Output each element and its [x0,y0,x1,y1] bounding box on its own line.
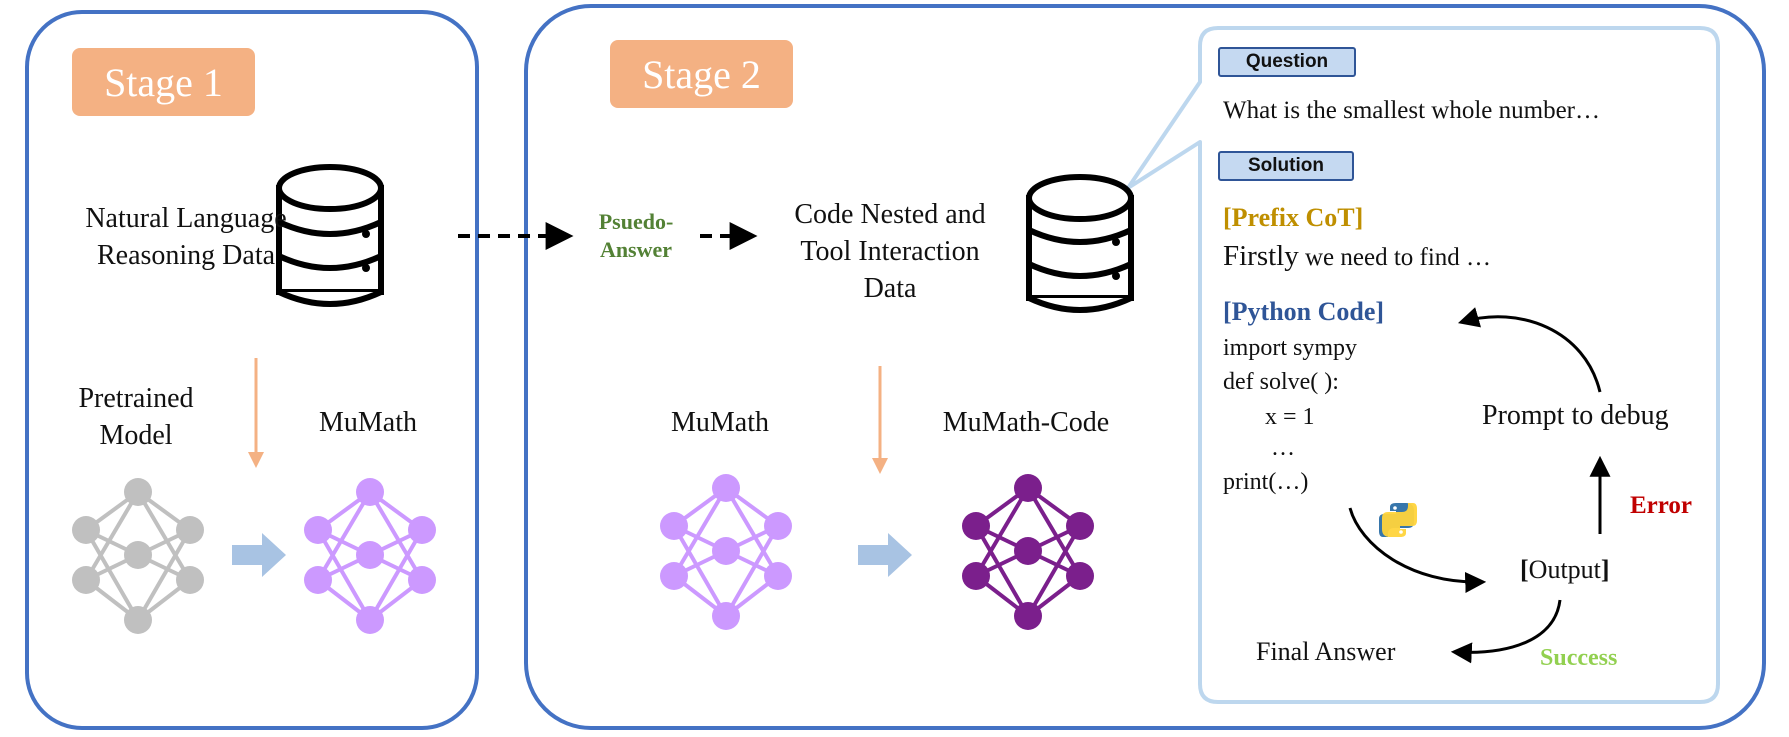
code-line-4: … [1271,435,1295,461]
pretrained-model-label-line2: Model [99,420,173,451]
stage2-input-model-label: MuMath [671,407,769,438]
python-code-label: [Python Code] [1223,297,1385,326]
stage2-output-model-label: MuMath-Code [942,407,1110,438]
stage2-training-arrow [872,366,888,474]
callout-box [1126,26,1720,704]
stage2-data-label: Code Nested and Tool Interaction Data [760,196,1020,307]
python-logo-icon [1379,503,1417,537]
neural-network-dark-purple-icon [962,474,1094,630]
output-label: [Output] [1520,554,1610,586]
code-line-1: import sympy [1223,335,1358,361]
solution-tag: Solution [1218,151,1354,181]
pseudo-answer-line2: Answer [599,237,673,262]
question-text: What is the smallest whole number… [1223,97,1601,124]
stage1-panel [25,10,479,730]
stage2-database-icon [1026,174,1134,313]
final-answer-label: Final Answer [1256,637,1396,666]
stage2-model-transition-arrow [858,533,912,577]
stage1-output-model-label: MuMath [319,407,417,438]
stage2-panel [524,4,1766,730]
stage2-data-label-line3: Data [863,273,917,304]
arrow-success-to-final-answer [1450,599,1562,664]
neural-network-light-purple-icon [660,474,792,630]
neural-network-gray-icon [72,478,204,634]
neural-network-light-purple-icon [304,478,436,634]
question-tag: Question [1218,47,1356,77]
prefix-cot-rest: we need to find … [1298,244,1492,271]
success-label: Success [1540,645,1618,671]
pretrained-model-label: Pretrained Model [56,380,216,454]
stage1-data-label-line1: Natural Language [85,203,287,234]
prefix-cot-label: [Prefix CoT] [1223,203,1364,232]
output-open-bracket: [ [1520,555,1529,584]
stage1-training-arrow [248,358,264,468]
arrow-code-to-output [1348,507,1487,593]
output-close-bracket: ] [1600,555,1610,584]
pseudo-answer-line1: Psuedo- [598,209,674,234]
arrow-to-python-code [1457,307,1602,393]
pseudo-answer-label: Psuedo- Answer [578,208,694,264]
prefix-cot-text: Firstly we need to find … [1223,240,1491,274]
stage1-data-label-line2: Reasoning Data [96,240,276,271]
stage2-data-label-line1: Code Nested and [794,199,986,230]
prompt-to-debug-label: Prompt to debug [1482,400,1669,431]
stage2-badge: Stage 2 [610,40,793,108]
stage1-badge: Stage 1 [72,48,255,116]
code-line-3: x = 1 [1265,404,1315,430]
pretrained-model-label-line1: Pretrained [78,383,194,414]
stage1-model-transition-arrow [232,533,286,577]
code-line-5: print(…) [1223,469,1309,495]
stage1-database-icon [276,164,384,307]
error-label: Error [1630,492,1693,519]
code-line-2: def solve( ): [1223,369,1339,395]
stage2-data-label-line2: Tool Interaction [800,236,980,267]
output-text: Output [1528,555,1601,584]
stage1-data-label: Natural Language Reasoning Data [56,200,316,274]
prefix-cot-first-word: Firstly [1223,240,1299,272]
